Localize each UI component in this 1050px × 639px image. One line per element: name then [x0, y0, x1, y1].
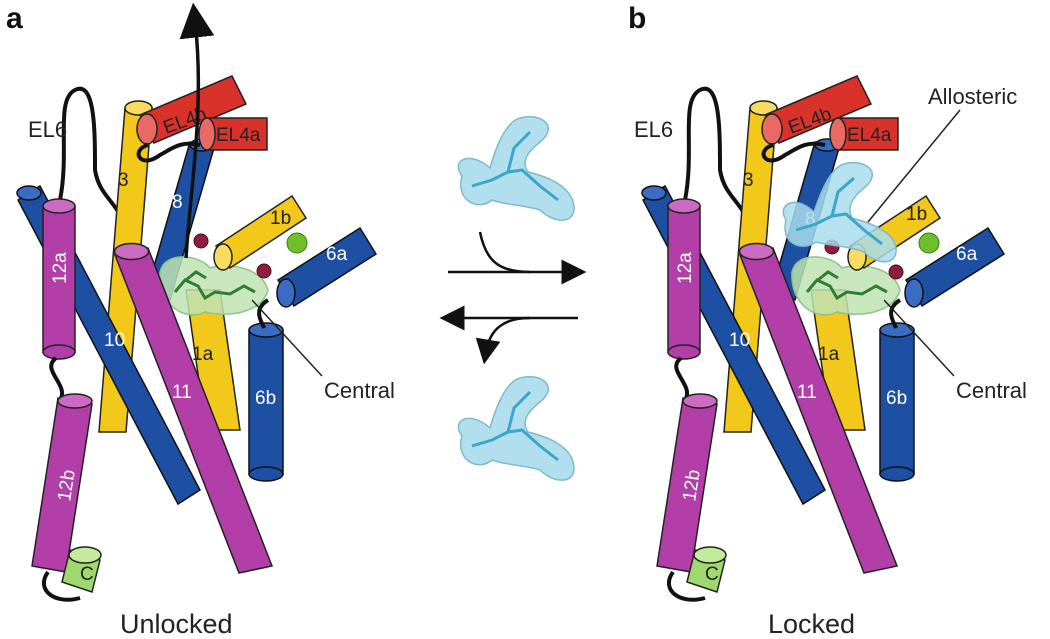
- state-label-a: Unlocked: [120, 609, 233, 639]
- free-ligand-lower: [457, 375, 575, 481]
- helix-12b-label-b: 12b: [679, 468, 705, 503]
- helix-1a-label-b: 1a: [818, 344, 840, 365]
- el4-loop-b: [761, 141, 826, 163]
- helix-6b-label: 6b: [255, 388, 276, 409]
- helix-10-label-b: 10: [729, 330, 750, 351]
- helix-el4a-label: EL4a: [216, 125, 261, 146]
- panel-a: a EL6 3 10 8 1a: [6, 2, 395, 639]
- el6-label-b: EL6: [634, 117, 673, 142]
- free-ligand-upper: [457, 115, 575, 221]
- chloride-ion-b: [918, 232, 940, 254]
- helix-el4a: EL4a: [198, 117, 268, 151]
- chloride-ion: [286, 232, 308, 254]
- helix-3-label-b: 3: [743, 170, 754, 191]
- c-term-linker-b: [666, 570, 706, 602]
- central-ligand-b: [791, 256, 901, 316]
- helix-6b-label-b: 6b: [886, 388, 907, 409]
- helix-3-label: 3: [118, 170, 129, 191]
- egress-arrow: [179, 2, 215, 259]
- sodium-ion-2-b: [888, 264, 904, 280]
- sodium-ion-2: [256, 263, 272, 279]
- c-term-label-b: C: [705, 564, 719, 585]
- panel-letter-b: b: [628, 2, 646, 35]
- central-ligand: [159, 256, 269, 316]
- release-arrow-curl: [475, 316, 531, 365]
- helix-11: 11: [113, 242, 274, 574]
- helix-6a-label: 6a: [326, 244, 348, 265]
- linker-12-b: [674, 356, 689, 402]
- state-label-b: Locked: [768, 609, 855, 639]
- helix-6a: 6a: [276, 226, 378, 308]
- allosteric-ligand: [782, 161, 897, 263]
- c-term-label: C: [80, 564, 94, 585]
- el4-loop: [136, 141, 201, 163]
- helix-el4a-label-b: EL4a: [847, 125, 892, 146]
- helix-12b-b: 12b: [656, 393, 718, 573]
- helix-12a: 12a: [42, 198, 76, 360]
- el6-label: EL6: [28, 117, 67, 142]
- helix-6b: 6b: [248, 322, 284, 482]
- helix-8-label: 8: [172, 192, 183, 213]
- helix-11-label: 11: [172, 382, 192, 403]
- helix-12b-label: 12b: [54, 468, 80, 503]
- helix-12a-label: 12a: [50, 252, 71, 284]
- linker-12: [49, 356, 64, 402]
- allosteric-leader: [867, 109, 961, 223]
- helix-1b-label-b: 1b: [906, 204, 927, 225]
- c-term-cylinder-b: C: [686, 546, 727, 593]
- central-leader-b: [883, 299, 955, 377]
- helix-12b: 12b: [31, 393, 93, 573]
- helix-6a-label-b: 6a: [956, 244, 978, 265]
- helix-10-label: 10: [104, 330, 125, 351]
- helix-12a-b: 12a: [667, 198, 701, 360]
- c-term-linker: [41, 570, 81, 602]
- helix-1a-label: 1a: [192, 344, 214, 365]
- central-leader: [251, 299, 323, 377]
- allosteric-label: Allosteric: [928, 84, 1017, 109]
- panel-b: b EL6 3 10 8 1a: [628, 2, 1027, 639]
- central-label: Central: [324, 378, 395, 403]
- el6-loop-b: [683, 86, 757, 241]
- panel-letter-a: a: [6, 2, 23, 35]
- helix-6a-b: 6a: [904, 226, 1006, 308]
- helix-1b: 1b: [213, 194, 308, 271]
- helix-1b-label: 1b: [270, 208, 291, 229]
- linker-6: [257, 298, 270, 329]
- helix-12a-label-b: 12a: [675, 252, 696, 284]
- binding-arrow-curl: [478, 231, 531, 274]
- helix-6b-b: 6b: [879, 322, 915, 482]
- exchange-scheme: [439, 115, 587, 481]
- linker-6-b: [889, 298, 902, 329]
- helix-11-label-b: 11: [797, 382, 817, 403]
- c-term-cylinder: C: [61, 546, 102, 593]
- central-label-b: Central: [956, 378, 1027, 403]
- el6-loop: [58, 86, 132, 241]
- sodium-ion-1: [193, 233, 209, 249]
- helix-11-b: 11: [738, 242, 899, 574]
- helix-el4a-b: EL4a: [829, 117, 899, 151]
